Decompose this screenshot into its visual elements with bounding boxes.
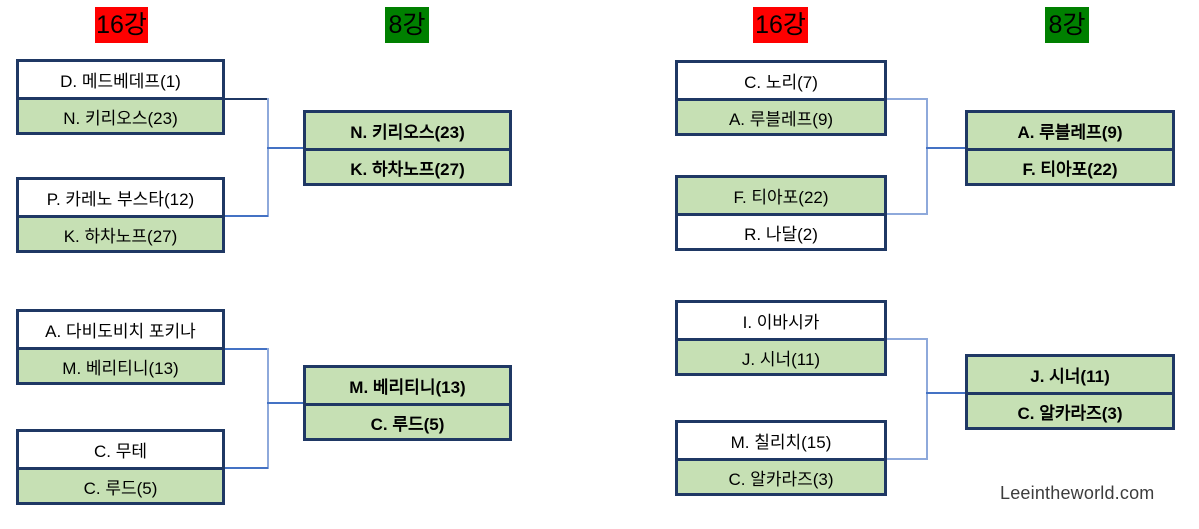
- player-name: M. 베리티니(13): [62, 358, 179, 378]
- connector-line: [225, 215, 268, 217]
- player-name: M. 베리티니(13): [349, 378, 466, 397]
- player-name: K. 하차노프(27): [350, 159, 465, 179]
- player-cell: A. 루블레프(9): [968, 113, 1172, 148]
- player-cell: F. 티아포(22): [678, 178, 884, 213]
- player-cell: J. 시너(11): [968, 357, 1172, 392]
- player-cell: N. 키리오스(23): [19, 97, 222, 132]
- player-cell: J. 시너(11): [678, 338, 884, 373]
- connector-line: [887, 213, 928, 215]
- qf-box-right-bottom: J. 시너(11) C. 알카라즈(3): [965, 354, 1175, 430]
- player-name: R. 나달(2): [744, 224, 818, 244]
- player-name: C. 루드(5): [83, 478, 158, 498]
- connector-line: [887, 338, 928, 340]
- connector-line: [267, 348, 269, 469]
- player-name: C. 알카라즈(3): [728, 469, 834, 489]
- player-cell: F. 티아포(22): [968, 148, 1172, 183]
- player-cell: R. 나달(2): [678, 213, 884, 248]
- player-cell: A. 루블레프(9): [678, 98, 884, 133]
- connector-line: [267, 98, 269, 217]
- player-cell: K. 하차노프(27): [19, 215, 222, 250]
- player-name: C. 노리(7): [744, 73, 818, 92]
- player-name: C. 알카라즈(3): [1017, 403, 1123, 423]
- player-cell: C. 루드(5): [19, 467, 222, 502]
- player-name: J. 시너(11): [1030, 367, 1110, 386]
- connector-line: [887, 458, 928, 460]
- qf-box-right-top: A. 루블레프(9) F. 티아포(22): [965, 110, 1175, 186]
- connector-line: [225, 348, 268, 350]
- player-cell: D. 메드베데프(1): [19, 62, 222, 97]
- player-cell: C. 무테: [19, 432, 222, 467]
- connector-line: [225, 467, 268, 469]
- match-box-left-bottom-2: C. 무테 C. 루드(5): [16, 429, 225, 505]
- match-box-right-top-1: C. 노리(7) A. 루블레프(9): [675, 60, 887, 136]
- player-name: J. 시너(11): [741, 349, 821, 369]
- connector-line: [225, 98, 268, 100]
- site-watermark: Leeintheworld.com: [1000, 483, 1155, 503]
- qf-box-left-bottom: M. 베리티니(13) C. 루드(5): [303, 365, 512, 441]
- round16-header-right: 16강: [753, 7, 808, 43]
- player-cell: N. 키리오스(23): [306, 113, 509, 148]
- player-cell: M. 칠리치(15): [678, 423, 884, 458]
- connector-line: [267, 402, 303, 404]
- connector-line: [926, 338, 928, 460]
- player-cell: I. 이바시카: [678, 303, 884, 338]
- player-name: A. 루블레프(9): [1017, 123, 1123, 142]
- player-name: F. 티아포(22): [733, 188, 829, 207]
- player-name: A. 루블레프(9): [728, 109, 834, 129]
- match-box-right-top-2: F. 티아포(22) R. 나달(2): [675, 175, 887, 251]
- connector-line: [926, 392, 965, 394]
- round16-header-left: 16강: [95, 7, 148, 43]
- player-name: C. 무테: [93, 442, 147, 461]
- player-name: A. 다비도비치 포키나: [45, 322, 196, 341]
- player-cell: A. 다비도비치 포키나: [19, 312, 222, 347]
- match-box-right-bottom-1: I. 이바시카 J. 시너(11): [675, 300, 887, 376]
- player-cell: C. 알카라즈(3): [678, 458, 884, 493]
- player-cell: C. 알카라즈(3): [968, 392, 1172, 427]
- player-name: F. 티아포(22): [1022, 159, 1118, 179]
- player-cell: P. 카레노 부스타(12): [19, 180, 222, 215]
- connector-line: [887, 98, 928, 100]
- player-name: P. 카레노 부스타(12): [46, 190, 195, 209]
- player-name: I. 이바시카: [742, 313, 820, 332]
- connector-line: [926, 147, 965, 149]
- player-name: M. 칠리치(15): [730, 433, 832, 452]
- player-name: C. 루드(5): [370, 414, 445, 434]
- player-cell: M. 베리티니(13): [306, 368, 509, 403]
- player-cell: K. 하차노프(27): [306, 148, 509, 183]
- player-cell: M. 베리티니(13): [19, 347, 222, 382]
- quarterfinal-header-left: 8강: [385, 7, 429, 43]
- qf-box-left-top: N. 키리오스(23) K. 하차노프(27): [303, 110, 512, 186]
- match-box-left-top-1: D. 메드베데프(1) N. 키리오스(23): [16, 59, 225, 135]
- connector-line: [926, 98, 928, 215]
- match-box-left-top-2: P. 카레노 부스타(12) K. 하차노프(27): [16, 177, 225, 253]
- match-box-left-bottom-1: A. 다비도비치 포키나 M. 베리티니(13): [16, 309, 225, 385]
- player-name: N. 키리오스(23): [350, 123, 465, 142]
- player-cell: C. 루드(5): [306, 403, 509, 438]
- player-name: D. 메드베데프(1): [60, 72, 181, 91]
- match-box-right-bottom-2: M. 칠리치(15) C. 알카라즈(3): [675, 420, 887, 496]
- connector-line: [267, 147, 303, 149]
- player-name: K. 하차노프(27): [63, 226, 178, 246]
- player-name: N. 키리오스(23): [63, 108, 178, 128]
- quarterfinal-header-right: 8강: [1045, 7, 1089, 43]
- player-cell: C. 노리(7): [678, 63, 884, 98]
